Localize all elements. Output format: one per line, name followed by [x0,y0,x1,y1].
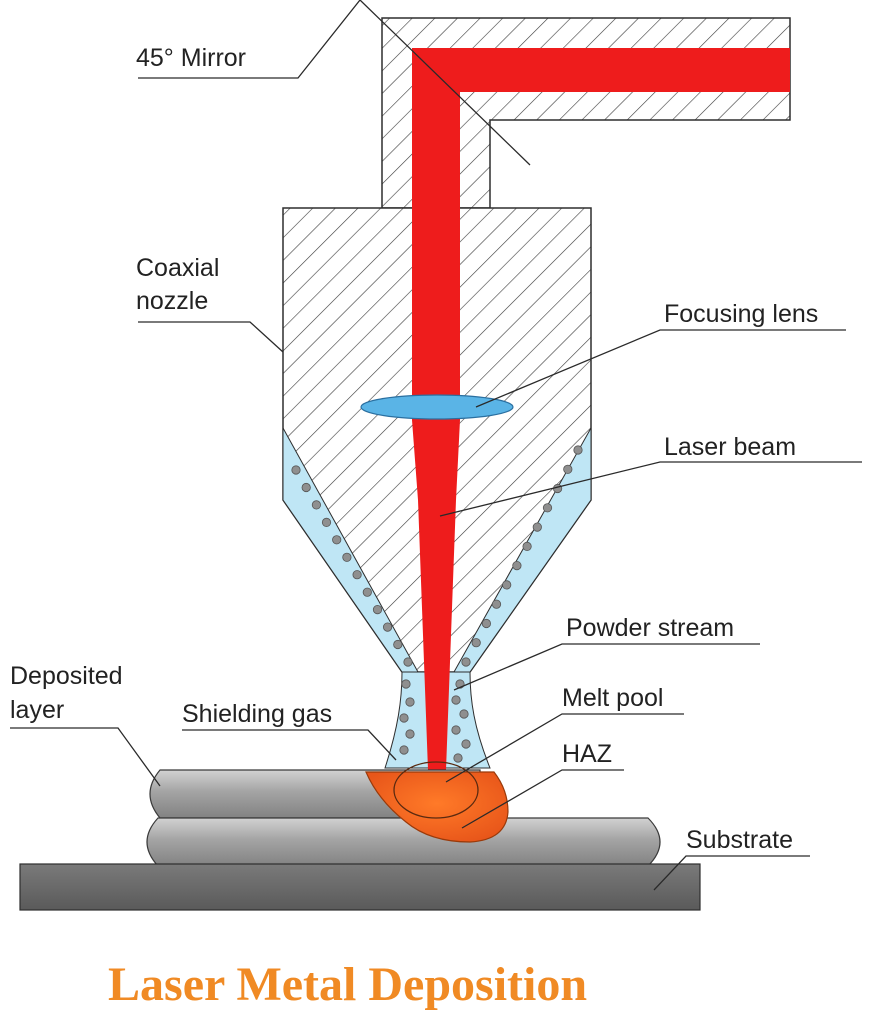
powder-particle [563,464,573,474]
powder-particle [301,482,311,493]
laser-beam [412,48,790,770]
powder-particle [471,638,481,648]
powder-particle [542,503,553,513]
label-laser-beam: Laser beam [664,433,796,461]
label-haz: HAZ [562,740,612,768]
deposited-layer-bottom [146,817,661,867]
powder-particle [491,599,502,609]
leader-lines [10,0,862,891]
powder-particle [573,445,583,455]
powder-particle [311,500,321,510]
powder-particle [451,695,461,705]
powder-particle [403,657,413,667]
powder-particle [461,739,471,749]
powder-particle [461,657,471,667]
diagram-title: Laser Metal Deposition [108,958,587,1011]
powder-particle [332,535,342,545]
label-melt-pool: Melt pool [562,684,663,712]
powder-particle [372,604,383,615]
powder-particle [352,570,362,580]
powder-particle [522,541,532,552]
melt-pool [365,761,509,843]
powder-particles [291,445,583,763]
powder-particle [401,679,411,689]
focusing-lens [360,394,514,420]
powder-particle [342,552,352,562]
label-deposited-layer-line2: layer [10,696,64,724]
powder-particle [399,713,409,723]
label-shielding-gas: Shielding gas [182,700,332,728]
powder-particle [532,522,542,532]
powder-particle [291,465,301,475]
powder-particle [362,587,372,597]
powder-particle [405,729,415,739]
powder-particle [393,639,403,650]
label-focusing-lens: Focusing lens [664,300,818,328]
powder-particle [453,753,463,763]
powder-particle [382,622,393,632]
powder-particle [399,745,409,755]
label-coaxial-nozzle-line2: nozzle [136,287,208,315]
label-deposited-layer-line1: Deposited [10,662,123,690]
powder-particle [481,618,491,629]
powder-particle [451,725,461,735]
powder-particle [321,517,332,528]
powder-particle [405,697,415,707]
label-45-mirror: 45° Mirror [136,44,246,72]
powder-particle [502,580,512,590]
label-coaxial-nozzle-line1: Coaxial [136,254,219,282]
powder-particle [512,560,522,571]
label-powder-stream: Powder stream [566,614,734,642]
substrate-block [19,863,701,911]
label-substrate: Substrate [686,826,793,854]
powder-particle [459,709,469,719]
